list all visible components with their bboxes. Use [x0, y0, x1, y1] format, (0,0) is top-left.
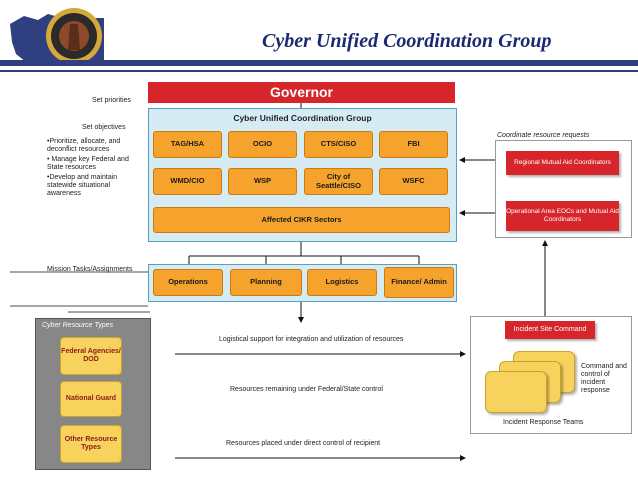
mission-tasks-label: Mission Tasks/Assignments — [47, 266, 133, 273]
member-wsp: WSP — [228, 168, 297, 195]
member-wsfc: WSFC — [379, 168, 448, 195]
section-logistics: Logistics — [307, 269, 377, 296]
objective-bullet-3: •Develop and maintain statewide situatio… — [47, 174, 118, 198]
coordination-panel: Regional Mutual Aid Coordinators Operati… — [495, 140, 632, 238]
governor-box: Governor — [148, 82, 455, 103]
response-team-card — [485, 371, 547, 413]
command-control-label: Command and control of incident response — [581, 363, 627, 395]
cucg-panel: Cyber Unified Coordination Group TAG/HSA… — [148, 108, 457, 242]
incident-panel: Incident Site Command Command and contro… — [470, 316, 632, 434]
member-tag-hsa: TAG/HSA — [153, 131, 222, 158]
objective-bullet-2: • Manage key Federal and State resources — [47, 156, 129, 172]
operational-area-eocs-box: Operational Area EOCs and Mutual Aid Coo… — [506, 201, 619, 231]
resource-federal-agencies-dod: Federal Agencies/ DOD — [60, 337, 122, 375]
set-objectives-label: Set objectives — [82, 124, 126, 131]
member-fbi: FBI — [379, 131, 448, 158]
affected-cikr-sectors: Affected CIKR Sectors — [153, 207, 450, 233]
section-planning: Planning — [230, 269, 302, 296]
set-priorities-label: Set priorities — [92, 97, 131, 104]
resource-types-panel: Cyber Resource Types Federal Agencies/ D… — [35, 318, 151, 470]
regional-mutual-aid-box: Regional Mutual Aid Coordinators — [506, 151, 619, 175]
member-seattle-ciso: City of Seattle/CISO — [304, 168, 373, 195]
sections-panel: Operations Planning Logistics Finance/ A… — [148, 264, 457, 302]
objective-bullet-1: •Prioritize, allocate, and deconflict re… — [47, 138, 121, 154]
cucg-title: Cyber Unified Coordination Group — [233, 113, 372, 123]
header-line — [0, 70, 638, 72]
header-bar — [0, 60, 638, 66]
resource-types-title: Cyber Resource Types — [42, 322, 114, 329]
logistical-support-label: Logistical support for integration and u… — [219, 336, 404, 343]
coordinate-requests-title: Coordinate resource requests — [497, 132, 590, 139]
member-wmd-cio: WMD/CIO — [153, 168, 222, 195]
resource-other-types: Other Resource Types — [60, 425, 122, 463]
resource-national-guard: National Guard — [60, 381, 122, 417]
resources-remaining-label: Resources remaining under Federal/State … — [230, 386, 383, 393]
section-finance-admin: Finance/ Admin — [384, 267, 454, 298]
member-ocio: OCIO — [228, 131, 297, 158]
resources-placed-label: Resources placed under direct control of… — [226, 440, 381, 447]
incident-site-command-box: Incident Site Command — [505, 321, 595, 339]
incident-response-teams-label: Incident Response Teams — [503, 419, 584, 426]
section-operations: Operations — [153, 269, 223, 296]
page-title: Cyber Unified Coordination Group — [262, 30, 552, 52]
logo-graphic — [4, 2, 124, 72]
member-cts-ciso: CTS/CISO — [304, 131, 373, 158]
